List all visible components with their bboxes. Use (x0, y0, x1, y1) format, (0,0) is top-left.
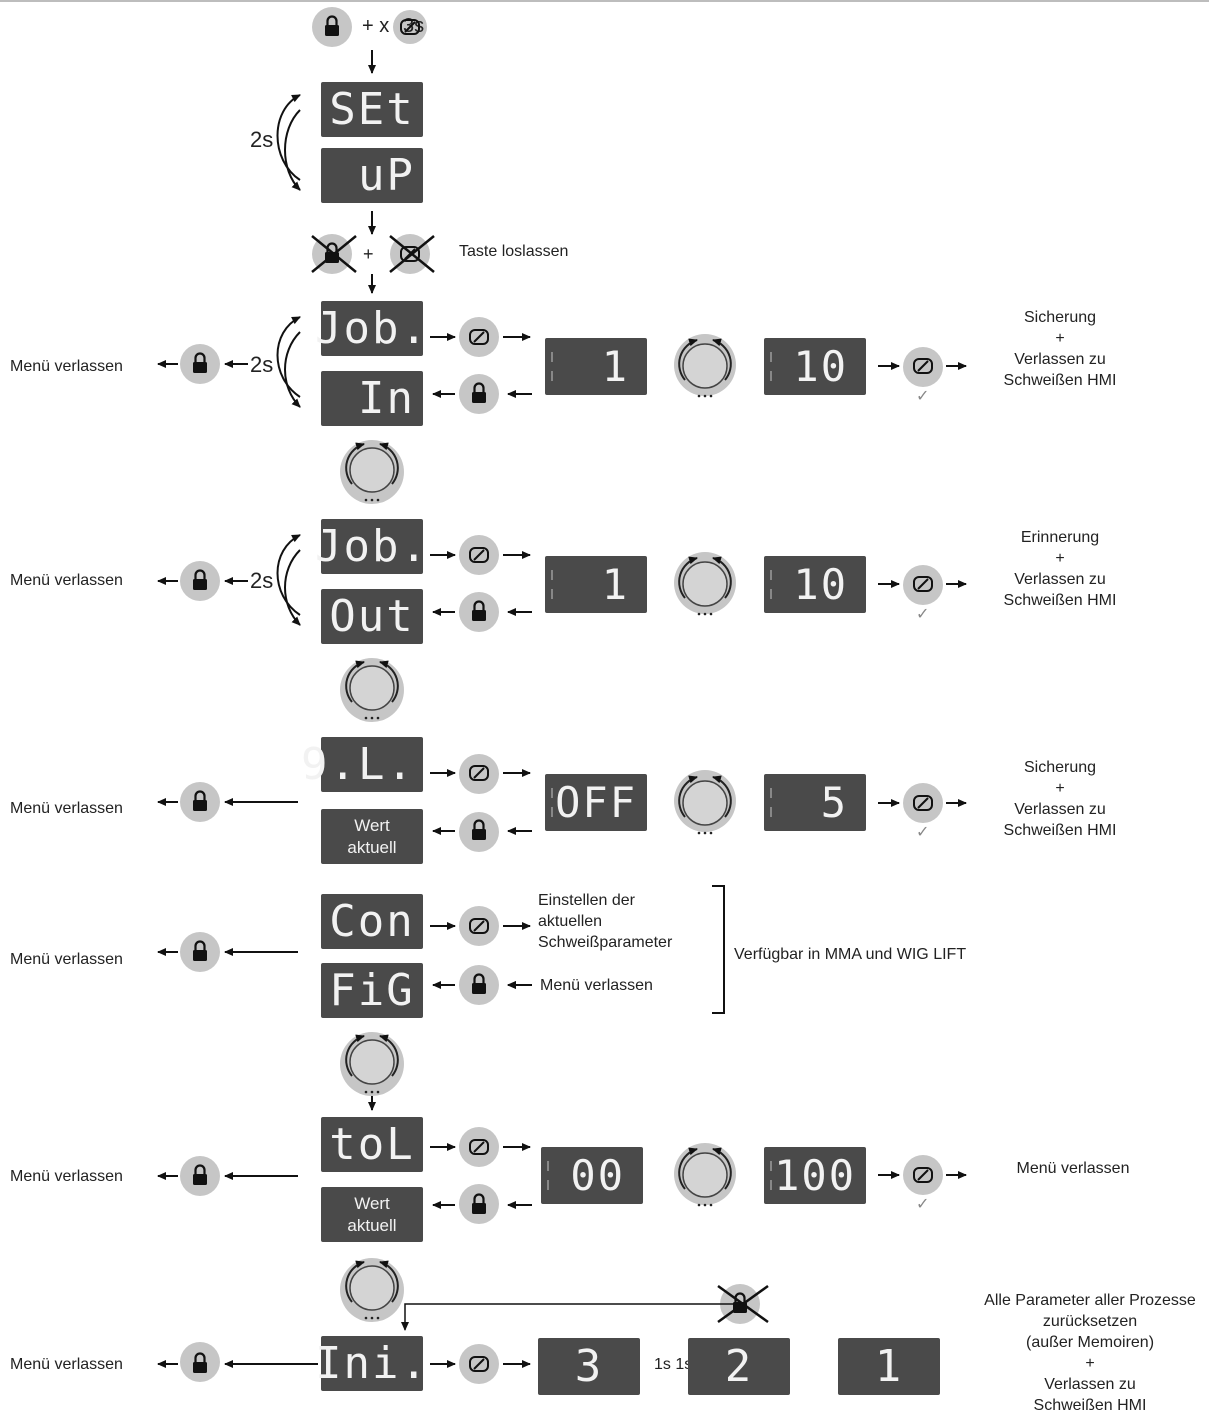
lock-button-released (720, 1284, 760, 1324)
enter-button[interactable] (459, 317, 499, 357)
exit-menu-label: Menü verlassen (10, 800, 123, 817)
display-in: In (321, 371, 423, 426)
exit-menu-label: Menü verlassen (540, 977, 653, 994)
lock-button[interactable] (459, 592, 499, 632)
lock-button[interactable] (459, 965, 499, 1005)
toggle-arrow (276, 316, 301, 398)
lock-button[interactable] (180, 344, 220, 384)
enter-button[interactable] (459, 906, 499, 946)
toggle-arrow (284, 549, 301, 626)
knob-button[interactable] (340, 658, 404, 722)
enter-button[interactable] (903, 565, 943, 605)
display-value-max: 100 (764, 1147, 866, 1204)
check-icon: ✓ (916, 824, 930, 841)
toggle-2s-label: 2s (250, 127, 274, 152)
display-9l: 9.L. (301, 737, 423, 792)
exit-menu-label: Menü verlassen (10, 1168, 123, 1185)
knob-button[interactable] (674, 1143, 736, 1205)
display-job: Job. (315, 301, 429, 356)
enter-button[interactable] (459, 1127, 499, 1167)
exit-menu-label: Menü verlassen (10, 358, 123, 375)
display-up: uP (321, 148, 423, 203)
countdown-3: 3 (538, 1338, 640, 1395)
lock-button[interactable] (459, 1184, 499, 1224)
toggle-2s-label: 2s (250, 568, 274, 593)
exit-menu-label: Menü verlassen (10, 1356, 123, 1373)
check-icon: ✓ (916, 1196, 930, 1213)
knob-button[interactable] (340, 1032, 404, 1096)
toggle-arrow (276, 534, 301, 616)
toggle-arrow (284, 331, 301, 408)
enter-button[interactable] (903, 347, 943, 387)
plus-label: + (363, 244, 374, 264)
exit-menu-label: Menü verlassen (10, 572, 123, 589)
display-ini: Ini. (315, 1336, 429, 1391)
enter-button[interactable] (459, 535, 499, 575)
lock-button[interactable] (180, 782, 220, 822)
lock-button[interactable] (180, 1342, 220, 1382)
knob-button[interactable] (340, 1258, 404, 1322)
display-value-min: 00 (541, 1147, 643, 1204)
lock-button[interactable] (459, 374, 499, 414)
knob-button[interactable] (674, 552, 736, 614)
display-fig: FiG (321, 963, 423, 1018)
display-tol: toL (321, 1117, 423, 1172)
enter-button[interactable] (459, 754, 499, 794)
enter-button[interactable] (459, 1344, 499, 1384)
toggle-2s-label: 2s (250, 352, 274, 377)
display-value-min: 1 (545, 338, 647, 395)
knob-button[interactable] (340, 440, 404, 504)
lock-button[interactable] (180, 561, 220, 601)
exit-menu-label: Menü verlassen (10, 951, 123, 968)
countdown-2: 2 (688, 1338, 790, 1395)
check-icon: ✓ (916, 388, 930, 405)
knob-button[interactable] (674, 770, 736, 832)
lock-button[interactable] (459, 812, 499, 852)
plus-x-label: + x (362, 15, 390, 37)
enter-button[interactable] (903, 783, 943, 823)
display-value-max: 10 (764, 338, 866, 395)
result-text: Menü verlassen (1016, 1160, 1130, 1177)
release-label: Taste loslassen (459, 243, 569, 260)
enter-button[interactable] (903, 1155, 943, 1195)
knob-button[interactable] (674, 334, 736, 396)
display-value-max: 5 (764, 774, 866, 831)
availability-note: Verfügbar in MMA und WIG LIFT (734, 946, 967, 963)
display-value-min: 1 (545, 556, 647, 613)
display-value-max: 10 (764, 556, 866, 613)
enter-button-released (390, 234, 430, 274)
display-value-min: OFF (545, 774, 647, 831)
lock-button-released (312, 234, 352, 274)
display-set: SEt (321, 82, 423, 137)
display-out: Out (321, 589, 423, 644)
lock-button[interactable] (180, 932, 220, 972)
lock-button[interactable] (312, 7, 352, 47)
lock-button[interactable] (180, 1156, 220, 1196)
top-border (0, 0, 1209, 2)
countdown-1: 1 (838, 1338, 940, 1395)
display-job: Job. (315, 519, 429, 574)
display-con: Con (321, 894, 423, 949)
hold-3s-label: 3s (403, 15, 425, 37)
check-icon: ✓ (916, 606, 930, 623)
